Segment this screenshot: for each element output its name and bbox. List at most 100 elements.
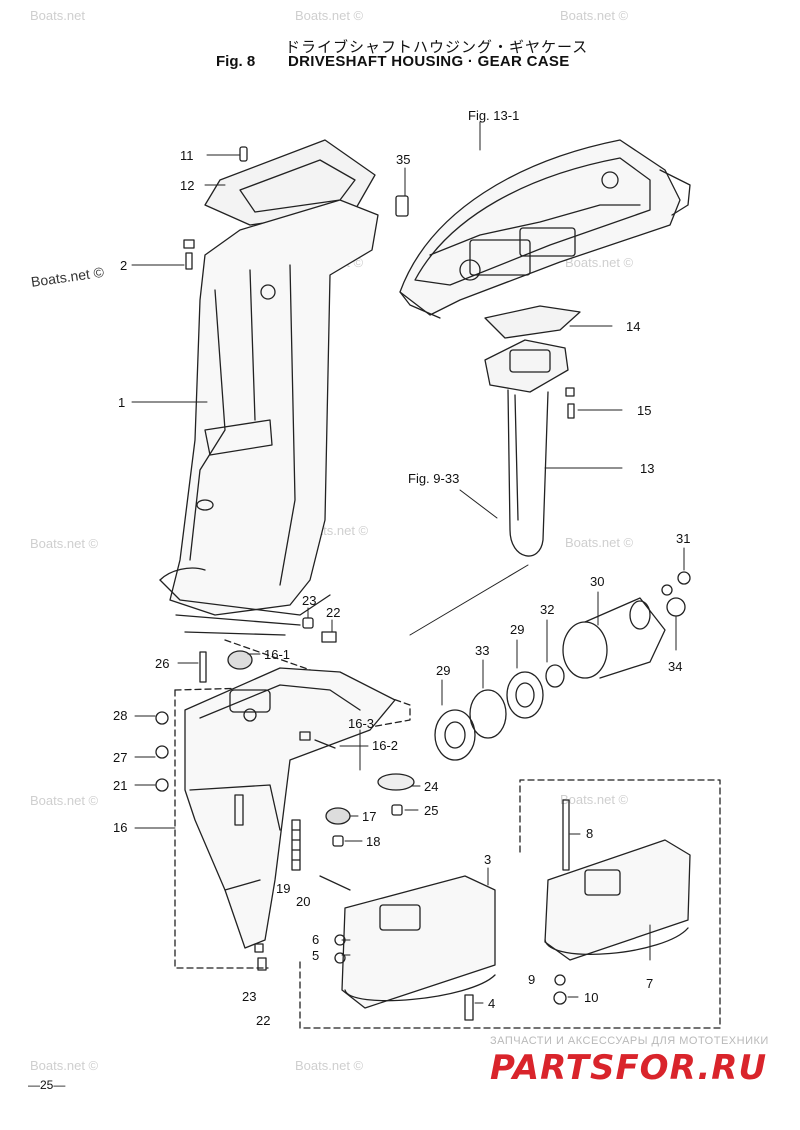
washer-part <box>661 584 673 596</box>
callout-22-top: 22 <box>326 605 340 620</box>
callout-25: 25 <box>424 803 438 818</box>
bolt-part <box>183 239 195 270</box>
shop-tagline: ЗАПЧАСТИ И АКСЕССУАРЫ ДЛЯ МОТОТЕХНИКИ <box>490 1035 769 1047</box>
callout-5: 5 <box>312 948 319 963</box>
bolt-part <box>319 875 351 891</box>
callout-1: 1 <box>118 395 125 410</box>
washer-part <box>666 597 686 617</box>
bolt-part <box>565 387 575 419</box>
watermark: Boats.net © <box>30 793 99 808</box>
dowel-pin-part <box>239 146 248 162</box>
callout-33: 33 <box>475 643 489 658</box>
stud-part <box>562 799 570 871</box>
stud-part <box>464 994 474 1021</box>
washer-part <box>302 617 314 629</box>
callout-17: 17 <box>362 809 376 824</box>
callout-3: 3 <box>484 852 491 867</box>
reference-fig-13-1: Fig. 13-1 <box>468 108 519 123</box>
callout-28: 28 <box>113 708 127 723</box>
callout-11: 11 <box>180 148 194 163</box>
plate-part <box>341 875 496 1009</box>
callout-7: 7 <box>646 976 653 991</box>
callout-20: 20 <box>296 894 310 909</box>
o-ring-part <box>469 689 507 739</box>
stud-part <box>199 651 207 683</box>
watermark: Boats.net © <box>560 8 629 23</box>
callout-16-2: 16-2 <box>372 738 398 753</box>
washer-part <box>334 952 346 964</box>
callout-8: 8 <box>586 826 593 841</box>
bearing-part <box>506 671 544 719</box>
screw-part <box>391 804 403 816</box>
screw-part <box>321 631 337 643</box>
bearing-part <box>434 709 476 761</box>
screw-part <box>332 835 344 847</box>
callout-21: 21 <box>113 778 127 793</box>
watermark: Boats.net © <box>560 792 629 807</box>
callout-6: 6 <box>312 932 319 947</box>
callout-13: 13 <box>640 461 654 476</box>
callout-10: 10 <box>584 990 598 1005</box>
callout-23-top: 23 <box>302 593 316 608</box>
bolt-part <box>677 571 691 585</box>
title-japanese: ドライブシャフトハウジング・ギヤケース <box>285 39 589 56</box>
figure-number: Fig. 8 <box>216 53 256 70</box>
bushing-part <box>227 650 253 670</box>
spring-part <box>291 819 301 871</box>
plate-part <box>544 839 691 961</box>
watermark: Boats.net <box>30 8 85 23</box>
bottom-cowl-part <box>399 139 691 319</box>
callout-32: 32 <box>540 602 554 617</box>
callout-23-bottom: 23 <box>242 989 256 1004</box>
screw-part <box>254 943 267 971</box>
callout-14: 14 <box>626 319 640 334</box>
nut-part <box>155 745 169 759</box>
reference-fig-9-33: Fig. 9-33 <box>408 471 459 486</box>
callout-16: 16 <box>113 820 127 835</box>
bushing-part <box>545 664 565 688</box>
driveshaft-housing-part <box>159 199 379 636</box>
nut-part <box>155 711 169 725</box>
watermark: Boats.net © <box>30 536 99 551</box>
callout-15: 15 <box>637 403 651 418</box>
washer-part <box>377 773 415 791</box>
exhaust-pipe-part <box>484 339 569 557</box>
nut-part <box>155 778 169 792</box>
callout-9: 9 <box>528 972 535 987</box>
callout-16-3: 16-3 <box>348 716 374 731</box>
watermark: Boats.net © <box>565 535 634 550</box>
nut-part <box>553 991 567 1005</box>
callout-19: 19 <box>276 881 290 896</box>
anode-part <box>325 807 351 825</box>
leader-lines <box>131 121 685 1004</box>
watermark: Boats.net © <box>295 1058 364 1073</box>
watermark: Boats.net © <box>30 1058 99 1073</box>
rubber-plug-part <box>395 195 409 217</box>
watermark: Boats.net © <box>565 255 634 270</box>
page-title: DRIVESHAFT HOUSING · GEAR CASE <box>288 53 570 70</box>
nut-part <box>554 974 566 986</box>
watermark: Boats.net © <box>295 8 364 23</box>
callout-2: 2 <box>120 258 127 273</box>
callout-22-bottom: 22 <box>256 1013 270 1028</box>
gasket-part <box>484 305 581 339</box>
callout-12: 12 <box>180 178 194 193</box>
callout-29-left: 29 <box>436 663 450 678</box>
screw-part <box>299 731 336 749</box>
callout-24: 24 <box>424 779 438 794</box>
callout-31: 31 <box>676 531 690 546</box>
callout-34: 34 <box>668 659 682 674</box>
callout-35: 35 <box>396 152 410 167</box>
callout-16-1: 16-1 <box>264 647 290 662</box>
callout-30: 30 <box>590 574 604 589</box>
callout-29-right: 29 <box>510 622 524 637</box>
shop-logo: PARTSFOR.RU <box>490 1048 768 1088</box>
gear-case-part <box>184 667 396 949</box>
callout-4: 4 <box>488 996 495 1011</box>
propeller-shaft-housing-part <box>562 597 666 679</box>
callout-27: 27 <box>113 750 127 765</box>
callout-26: 26 <box>155 656 169 671</box>
callout-18: 18 <box>366 834 380 849</box>
